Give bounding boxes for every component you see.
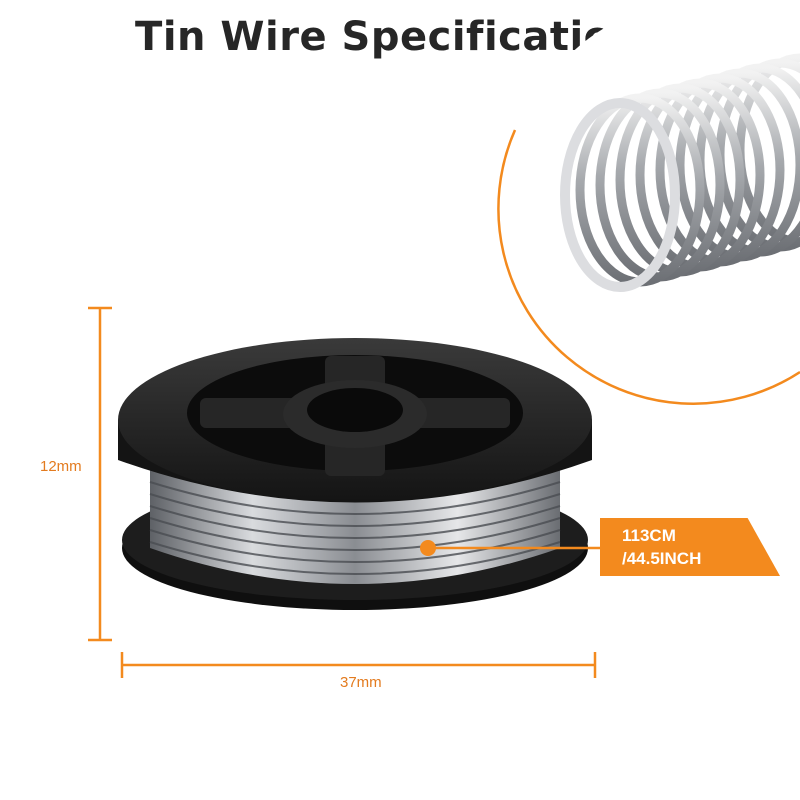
width-label: 37mm	[340, 674, 382, 691]
height-label: 12mm	[40, 458, 82, 475]
length-line1: 113CM	[622, 526, 676, 545]
length-tag: 113CM /44.5INCH	[600, 518, 780, 576]
length-line2: /44.5INCH	[622, 549, 702, 568]
